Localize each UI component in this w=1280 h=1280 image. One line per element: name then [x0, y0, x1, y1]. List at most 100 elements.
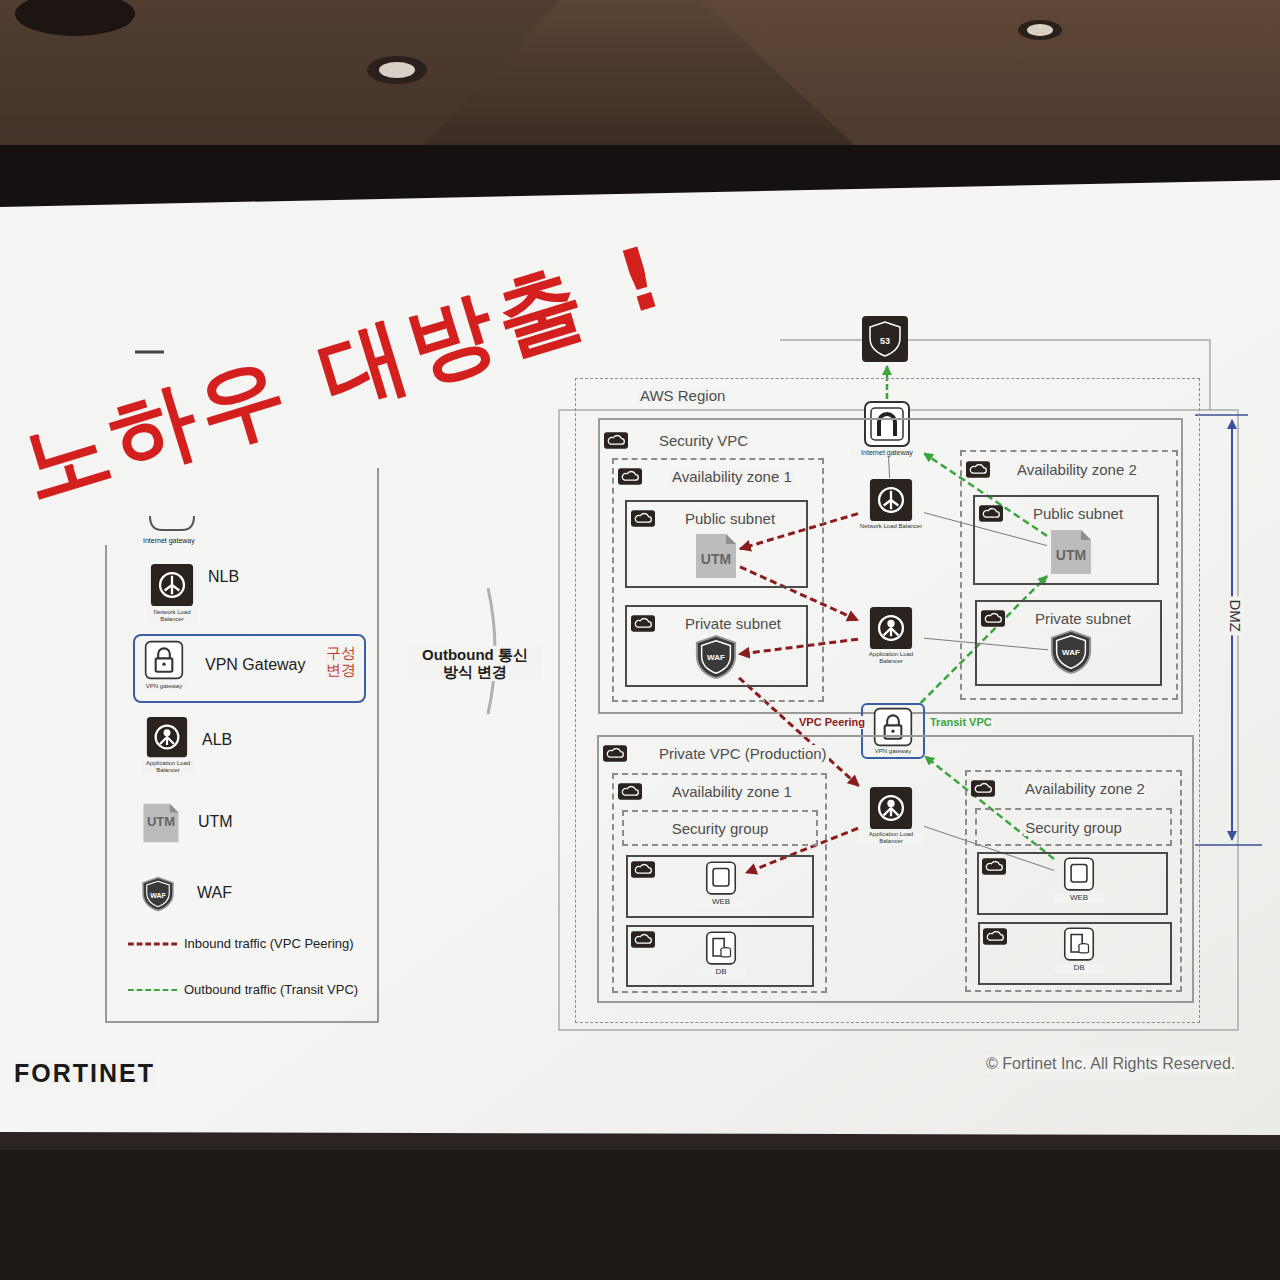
- ceiling-panel: [700, 0, 1280, 150]
- legend-text: NLB: [208, 567, 239, 586]
- path-shape: [721, 950, 731, 957]
- circle-shape: [160, 573, 184, 597]
- alb-node: Application Load Balancer: [858, 606, 924, 664]
- rect-shape: [156, 658, 173, 671]
- rect-shape: [146, 642, 183, 679]
- rect-shape: [966, 461, 990, 478]
- traffic-connector: [740, 567, 858, 620]
- edge-label: Transit VPC: [928, 716, 994, 729]
- icon-caption: DB: [696, 968, 746, 977]
- path-shape: [1057, 636, 1086, 669]
- header-icon: [618, 783, 642, 800]
- path-shape: [702, 641, 731, 674]
- ceiling-light: [379, 62, 415, 78]
- rect-shape: [631, 510, 655, 527]
- ceiling-light-rim: [367, 56, 427, 84]
- floor-dark: [0, 1150, 1280, 1280]
- container-box: Public subnetUTM: [973, 495, 1159, 585]
- rect-shape: [875, 709, 912, 746]
- circle-shape: [891, 730, 894, 733]
- dmz-tick: [1195, 414, 1248, 416]
- path-shape: [160, 737, 174, 745]
- igw-icon: [863, 400, 911, 448]
- web-node: WEB: [1054, 855, 1104, 903]
- rect-shape: [147, 717, 187, 757]
- path-shape: [884, 628, 899, 636]
- slide-label: Network Load Balancer: [146, 609, 198, 623]
- path-shape: [1051, 530, 1091, 574]
- container-box: Private VPC (Production)Availability zon…: [597, 735, 1194, 1003]
- icon-caption: DB: [1054, 964, 1104, 973]
- path-shape: [607, 749, 623, 758]
- region-outline: [559, 410, 1238, 1030]
- outbound-arrow: [886, 366, 889, 399]
- slide-label: Application Load Balancer: [142, 760, 194, 774]
- traffic-connector: [739, 639, 858, 654]
- container-box: Private subnetWAF: [625, 605, 808, 687]
- legend-text: Outbound traffic (Transit VPC): [184, 982, 358, 998]
- rect-shape: [618, 783, 642, 800]
- container-box: AWS RegionInternet gatewaySecurity VPCAv…: [575, 378, 1200, 1023]
- icon-caption: Application Load Balancer: [858, 831, 924, 844]
- header-icon: [983, 928, 1007, 945]
- legend-text: ALB: [202, 730, 232, 749]
- path-shape: [608, 436, 624, 445]
- igw-node: Internet gateway: [850, 400, 924, 457]
- legend-text: Internet gateway: [143, 537, 195, 545]
- header-icon: [971, 780, 995, 797]
- rect-shape: [618, 468, 642, 485]
- container-box: Availability zone 2Public subnetUTMPriva…: [960, 450, 1178, 700]
- rect-shape: [707, 932, 736, 964]
- web-icon: [1060, 855, 1098, 893]
- circle-shape: [879, 796, 903, 820]
- path-shape: [1079, 946, 1089, 953]
- route53-shield: [870, 322, 900, 356]
- path-shape: [622, 472, 638, 481]
- rect-shape: [871, 408, 903, 440]
- icon-caption: Internet gateway: [850, 449, 924, 457]
- box-heading: Public subnet: [1031, 505, 1125, 522]
- ceiling-light: [1027, 24, 1053, 36]
- header-icon: [631, 861, 655, 878]
- rect-shape: [631, 615, 655, 632]
- rect-shape: [604, 432, 628, 449]
- path-shape: [985, 614, 1001, 623]
- utm-node: UTM: [692, 532, 740, 580]
- alb-icon: [869, 786, 913, 830]
- slide-label: FORTINET: [14, 1059, 155, 1088]
- rect-shape: [1065, 928, 1094, 960]
- vpn-icon: [873, 707, 913, 747]
- icon-text: UTM: [1056, 548, 1086, 562]
- slide: [0, 180, 1280, 1135]
- legend-text: WAF: [197, 883, 232, 902]
- path-shape: [170, 804, 179, 813]
- db-icon: [1060, 925, 1098, 963]
- slide-label: Outbound 통신 방식 변경: [408, 646, 542, 681]
- rect-shape: [631, 931, 655, 948]
- legend-text: UTM: [198, 812, 233, 831]
- edge-label: VPC Peering: [797, 716, 867, 729]
- nlb-icon: [869, 478, 913, 522]
- box-heading: Availability zone 1: [670, 783, 794, 800]
- header-icon: [603, 745, 627, 762]
- icon-text: UTM: [701, 552, 731, 566]
- vpn-node: VPN gateway: [861, 703, 925, 759]
- circle-shape: [879, 616, 903, 640]
- box-heading: Security group: [670, 820, 771, 837]
- legend-sample: [144, 640, 184, 680]
- container-box: Availability zone 2Security groupWEBDB: [965, 770, 1182, 992]
- path-shape: [1081, 530, 1091, 540]
- rect-shape: [870, 607, 912, 649]
- path-shape: [884, 491, 899, 509]
- path-shape: [970, 465, 986, 474]
- container-box: Security group: [975, 808, 1172, 846]
- rect-shape: [603, 745, 627, 762]
- container-box: Availability zone 1Public subnetUTMPriva…: [612, 458, 824, 702]
- box-heading: Private subnet: [683, 615, 783, 632]
- rect-shape: [1065, 858, 1094, 890]
- container-box: Security VPCAvailability zone 1Public su…: [598, 418, 1183, 714]
- traffic-connector: [739, 678, 859, 786]
- handwritten-title: 노하우 대방출 !: [9, 225, 678, 516]
